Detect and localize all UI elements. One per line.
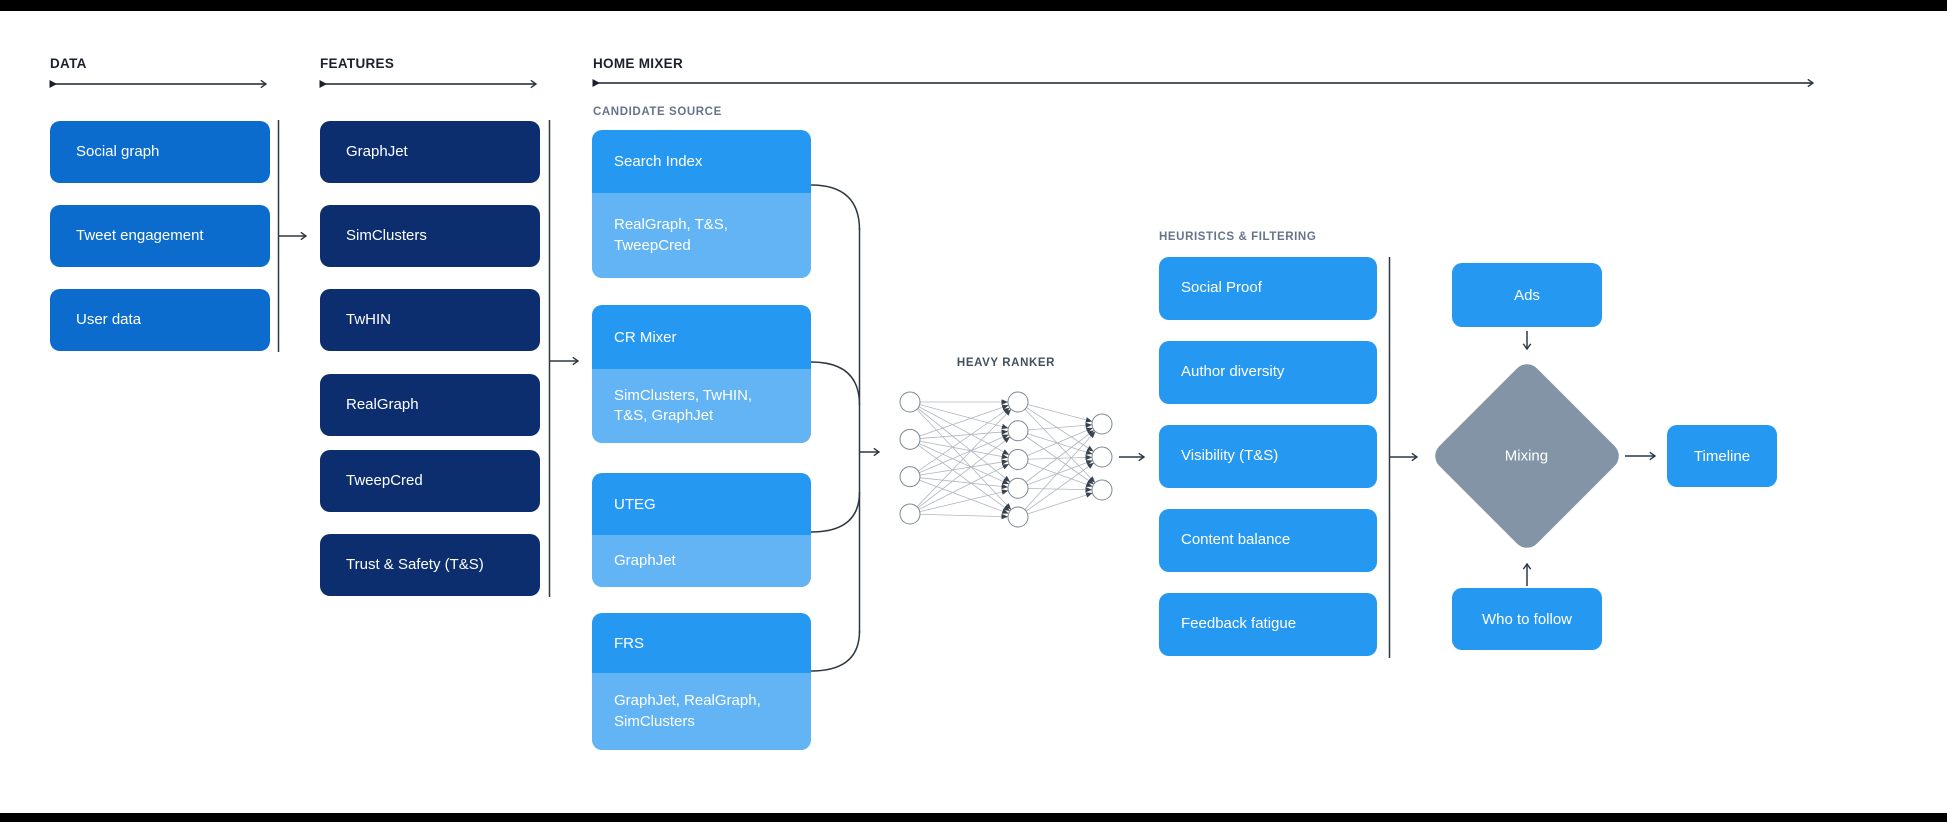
features-section-title: FEATURES: [320, 56, 395, 71]
mixing-diamond: Mixing: [1429, 358, 1625, 554]
heavy-ranker-label: HEAVY RANKER: [956, 357, 1056, 369]
feature-box-simclusters: SimClusters: [320, 205, 540, 267]
heuristic-box-author-diversity: Author diversity: [1159, 341, 1377, 404]
heuristics-filtering-label: HEURISTICS & FILTERING: [1159, 231, 1317, 243]
neural-net-edges: [909, 399, 1103, 520]
frs-connector: [810, 630, 861, 672]
uteg-connector: [810, 491, 861, 533]
cr-mixer-connector: [810, 361, 861, 406]
heuristic-box-social-proof: Social Proof: [1159, 257, 1377, 320]
who-to-follow-box: Who to follow: [1452, 588, 1602, 650]
data-section-title: DATA: [50, 56, 87, 71]
section-header-arrows: [49, 78, 1815, 89]
feature-box-trust-safety: Trust & Safety (T&S): [320, 534, 540, 596]
feature-box-graphjet: GraphJet: [320, 121, 540, 183]
data-box-user-data: User data: [50, 289, 270, 351]
top-letterbox-bar: [0, 0, 1947, 11]
heuristic-box-content-balance: Content balance: [1159, 509, 1377, 572]
feature-box-tweepcred: TweepCred: [320, 450, 540, 512]
bottom-letterbox-bar: [0, 813, 1947, 822]
candidate-box-search-index: Search Index RealGraph, T&S, TweepCred: [592, 130, 811, 278]
timeline-box: Timeline: [1667, 425, 1777, 487]
heuristic-box-feedback-fatigue: Feedback fatigue: [1159, 593, 1377, 656]
candidate-source-label: CANDIDATE SOURCE: [593, 106, 722, 118]
data-box-social-graph: Social graph: [50, 121, 270, 183]
candidate-box-cr-mixer: CR Mixer SimClusters, TwHIN, T&S, GraphJ…: [592, 305, 811, 443]
data-box-tweet-engagement: Tweet engagement: [50, 205, 270, 267]
candidate-box-uteg: UTEG GraphJet: [592, 473, 811, 587]
candidate-box-frs: FRS GraphJet, RealGraph, SimClusters: [592, 613, 811, 750]
home-mixer-section-title: HOME MIXER: [593, 56, 684, 71]
heuristic-box-visibility: Visibility (T&S): [1159, 425, 1377, 488]
feature-box-realgraph: RealGraph: [320, 374, 540, 436]
feature-box-twhin: TwHIN: [320, 289, 540, 351]
neural-net-nodes: [899, 391, 1113, 528]
ads-box: Ads: [1452, 263, 1602, 327]
search-index-connector: [810, 184, 861, 231]
